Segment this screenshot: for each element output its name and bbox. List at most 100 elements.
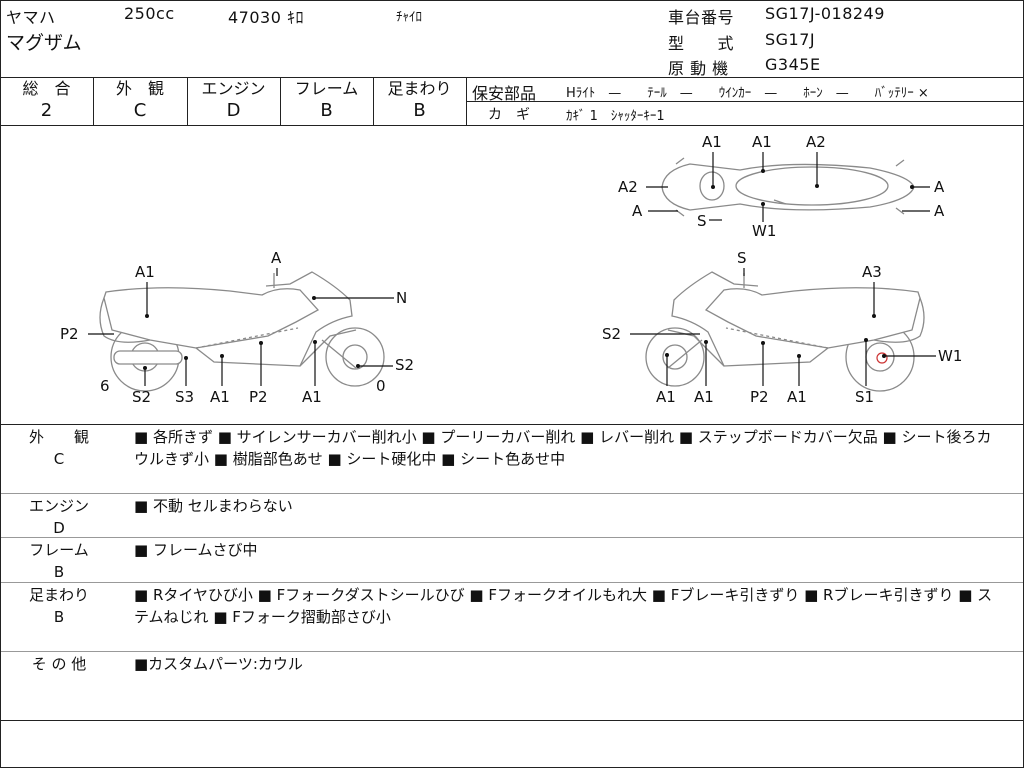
damage-label: 6 [100,377,110,395]
safety-label: 保安部品 [472,84,537,103]
remark-label-suspension: 足まわり B [0,584,118,628]
left-view-annotations: A1 A N P2 S2 6 0 S2 S3 A1 P2 A1 [60,249,414,406]
top-view-annotations: A1 A1 A2 A2 A A A S W1 [618,133,945,240]
damage-label: S3 [175,388,194,406]
remark-grade: C [53,450,65,468]
right-view-annotations: S A3 S2 W1 A1 A1 P2 A1 S1 [602,249,962,406]
grade-label: 総 合 [22,79,71,98]
type-label: 型 式 [668,34,735,53]
damage-label: A [934,178,945,196]
grade-label: 足まわり [387,79,452,98]
remark-label: エンジン [28,497,89,515]
chassis-value: SG17J-018249 [765,4,885,23]
remark-text-engine: ■ 不動 セルまわらない [134,497,293,515]
remark-label-frame: フレーム B [0,539,118,583]
bike-right-view [645,271,925,392]
remark-grade: B [53,608,65,626]
damage-label: A1 [752,133,772,151]
damage-label: A1 [787,388,807,406]
grade-value: B [413,100,426,121]
damage-label: 0 [376,377,386,395]
divider [187,77,188,125]
damage-label: A1 [135,263,155,281]
chassis-label: 車台番号 [668,8,735,27]
bike-left-view [99,271,385,392]
damage-label: A [632,202,643,220]
damage-label: S2 [602,325,621,343]
grade-label: 外 観 [115,79,164,98]
damage-label: S2 [132,388,151,406]
remark-text-suspension: ■ Rタイヤひび小 ■ Fフォークダストシールひび ■ Fフォークオイルもれ大 … [134,586,993,626]
safety-items: Hﾗｲﾄ — ﾃｰﾙ — ｳｲﾝｶｰ — ﾎｰﾝ — ﾊﾞｯﾃﾘｰ × [566,86,929,101]
remark-label-exterior: 外 観 C [0,426,118,470]
divider [280,77,281,125]
grade-frame: フレーム B [280,78,373,122]
damage-label: A1 [656,388,676,406]
grade-value: B [320,100,333,121]
remark-grade: B [53,563,65,581]
divider [0,651,1024,652]
color: ﾁｬｲﾛ [396,10,422,25]
model-name: マグザム [6,32,82,54]
grade-value: C [133,100,147,121]
damage-label: P2 [249,388,268,406]
damage-label: P2 [750,388,769,406]
damage-label: A3 [862,263,882,281]
damage-label: N [396,289,407,307]
type-value: SG17J [765,30,816,49]
damage-label: S [737,249,747,267]
remark-label: フレーム [29,541,89,559]
displacement: 250cc [124,4,175,23]
damage-label: P2 [60,325,79,343]
damage-label: S1 [855,388,874,406]
divider [0,77,1024,78]
remark-label-other: そ の 他 [0,653,118,675]
damage-label: A1 [210,388,230,406]
grade-overall: 総 合 2 [0,78,93,122]
damage-label: W1 [938,347,962,365]
grade-label: フレーム [294,79,359,98]
divider [0,493,1024,494]
divider [0,537,1024,538]
engine-label: 原 動 機 [668,59,729,78]
divider [93,77,94,125]
grade-exterior: 外 観 C [93,78,187,122]
divider [373,77,374,125]
damage-label: A [271,249,282,267]
remark-grade: D [53,519,65,537]
grade-label: エンジン [201,79,266,98]
bike-top-view [661,157,915,217]
damage-diagram: A1 A N P2 S2 6 0 S2 S3 A1 P2 A1 [60,133,962,406]
remark-label-engine: エンジン D [0,495,118,539]
grade-value: 2 [40,100,53,121]
damage-label: A2 [618,178,638,196]
remark-label: 外 観 [28,428,89,446]
divider [0,720,1024,721]
key-label: カ ギ [488,107,530,123]
damage-label: A2 [806,133,826,151]
damage-label: A1 [694,388,714,406]
remark-text-frame: ■ フレームさび中 [134,541,258,559]
divider [466,101,1024,102]
grade-value: D [226,100,241,121]
damage-label: A [934,202,945,220]
damage-label: S [697,212,707,230]
divider [0,582,1024,583]
remark-text-other: ■カスタムパーツ:カウル [134,655,303,673]
key-value: ｶｷﾞ 1 ｼｬｯﾀｰｷｰ1 [566,109,665,124]
remark-label: そ の 他 [31,655,87,673]
maker: ヤマハ [6,8,56,27]
divider [0,424,1024,425]
grade-engine: エンジン D [187,78,280,122]
damage-label: S2 [395,356,414,374]
damage-label: A1 [702,133,722,151]
remark-label: 足まわり [28,586,89,604]
grade-suspension: 足まわり B [373,78,466,122]
remark-text-exterior: ■ 各所きず ■ サイレンサーカバー削れ小 ■ プーリーカバー削れ ■ レバー削… [134,428,992,468]
divider [0,125,1024,126]
damage-label: W1 [752,222,776,240]
damage-label: A1 [302,388,322,406]
mileage: 47030 ｷﾛ [228,8,304,27]
engine-value: G345E [765,55,821,74]
